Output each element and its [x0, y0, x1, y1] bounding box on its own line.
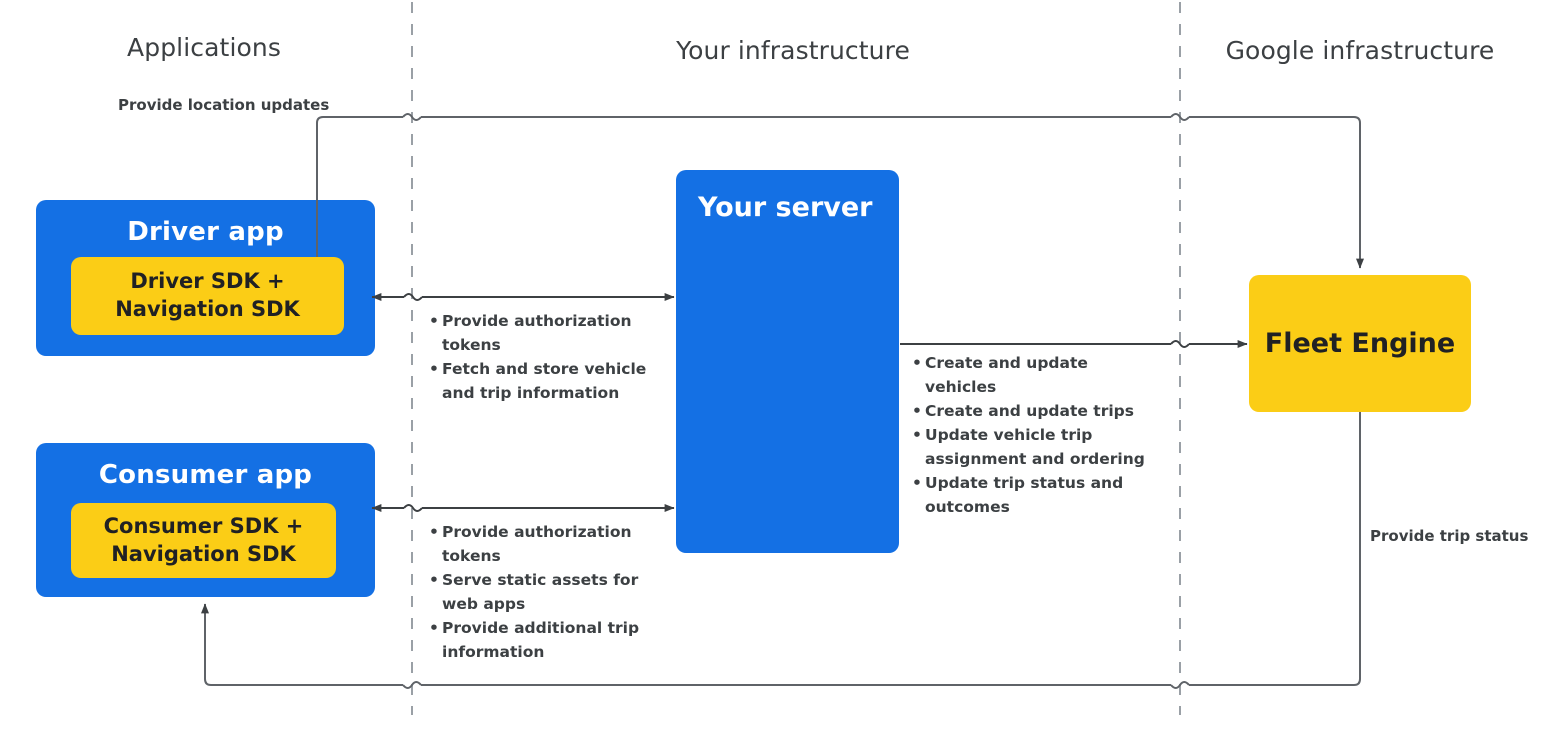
your-server-box[interactable]: Your server	[676, 170, 899, 553]
bullet-item: Update vehicle trip assignment and order…	[912, 423, 1162, 471]
bullet-item: Update trip status and outcomes	[912, 471, 1162, 519]
column-header-google-infrastructure: Google infrastructure	[1225, 36, 1495, 65]
wire-trip-status-right	[1189, 412, 1361, 686]
fleet-engine-box[interactable]: Fleet Engine	[1249, 275, 1471, 412]
bullet-item: Provide additional trip information	[429, 616, 644, 664]
bullet-item: Provide authorization tokens	[429, 309, 654, 357]
label-provide-trip-status: Provide trip status	[1370, 527, 1529, 545]
column-header-applications: Applications	[127, 33, 281, 62]
bullet-item: Fetch and store vehicle and trip informa…	[429, 357, 654, 405]
wire-jump-bottom-right	[1170, 681, 1190, 689]
wire-jump-bottom-left	[402, 681, 422, 689]
bullets-consumer-to-server: Provide authorization tokensServe static…	[429, 520, 644, 664]
column-header-your-infrastructure: Your infrastructure	[676, 36, 910, 65]
label-provide-location-updates: Provide location updates	[118, 96, 330, 114]
wire-jump-server-fleet-engine	[1170, 340, 1190, 348]
driver-app-title: Driver app	[127, 217, 284, 247]
bullet-item: Create and update vehicles	[912, 351, 1162, 399]
wire-jump-consumer-server	[403, 504, 423, 512]
wire-jump-top-right	[1170, 113, 1190, 121]
consumer-sdk-box[interactable]: Consumer SDK +Navigation SDK	[71, 503, 336, 578]
bullets-server-to-fleet-engine: Create and update vehiclesCreate and upd…	[912, 351, 1162, 519]
bullet-item: Serve static assets for web apps	[429, 568, 644, 616]
wire-jump-driver-server	[403, 293, 423, 301]
bullet-item: Provide authorization tokens	[429, 520, 644, 568]
wire-trip-status-to-consumer-app	[201, 603, 403, 686]
consumer-app-title: Consumer app	[98, 460, 313, 490]
your-server-title: Your server	[698, 192, 873, 223]
bullet-item: Create and update trips	[912, 399, 1162, 423]
wire-jump-top-left	[402, 113, 422, 121]
driver-sdk-box[interactable]: Driver SDK +Navigation SDK	[71, 257, 344, 335]
bullets-driver-to-server: Provide authorization tokensFetch and st…	[429, 309, 654, 405]
wire-location-updates-to-fleet-engine	[1189, 116, 1364, 269]
